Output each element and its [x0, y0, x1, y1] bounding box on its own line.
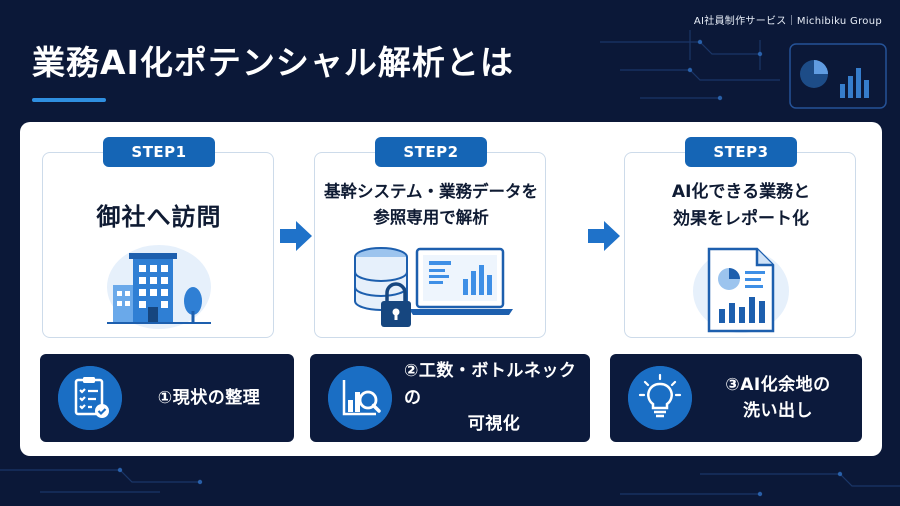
step-badge: STEP1 — [103, 137, 215, 167]
result-text-line: 可視化 — [467, 414, 521, 435]
arrow-right-icon — [588, 221, 620, 251]
result-text-line: ①現状の整理 — [157, 387, 261, 408]
database-laptop-lock-icon — [354, 247, 513, 327]
step-card-2: STEP2 基幹システム・業務データを 参照専用で解析 — [314, 137, 547, 338]
header-credit: AI社員制作サービス｜Michibiku Group — [693, 16, 882, 27]
result-box-2: ②工数・ボトルネックの 可視化 — [310, 354, 590, 442]
chart-magnifier-icon — [328, 366, 392, 430]
result-text-line: ②工数・ボトルネックの — [404, 361, 577, 408]
clipboard-checklist-icon — [58, 366, 122, 430]
result-text: ①現状の整理 — [134, 354, 284, 442]
step-title-line: 御社へ訪問 — [96, 203, 222, 231]
step-title-line: 基幹システム・業務データを — [323, 182, 538, 201]
step-title-line: 参照専用で解析 — [373, 208, 489, 228]
step-badge: STEP2 — [375, 137, 487, 167]
page-title: 業務AI化ポテンシャル解析とは — [32, 43, 514, 82]
arrow-right-icon — [280, 221, 312, 251]
result-text-line: ③AI化余地の — [725, 374, 831, 395]
step-card-3: STEP3 AI化できる業務と 効果をレポート化 — [624, 137, 857, 338]
dashboard-widget-icon — [789, 43, 887, 109]
step-title: AI化できる業務と 効果をレポート化 — [625, 179, 857, 233]
step-title-line: AI化できる業務と — [671, 182, 811, 202]
lightbulb-icon — [628, 366, 692, 430]
result-text: ②工数・ボトルネックの 可視化 — [404, 354, 584, 442]
office-building-icon — [107, 245, 211, 329]
result-box-3: ③AI化余地の 洗い出し — [610, 354, 862, 442]
main-panel: STEP1 御社へ訪問 STEP2 基幹システム — [20, 122, 882, 456]
title-underline — [32, 98, 106, 102]
step-badge: STEP3 — [685, 137, 797, 167]
result-box-1: ①現状の整理 — [40, 354, 294, 442]
result-text-line: 洗い出し — [743, 401, 813, 421]
report-document-icon — [693, 247, 789, 333]
step-card-1: STEP1 御社へ訪問 — [42, 137, 275, 338]
step-title: 御社へ訪問 — [43, 197, 275, 232]
step-title-line: 効果をレポート化 — [673, 209, 809, 230]
step-title: 基幹システム・業務データを 参照専用で解析 — [315, 179, 547, 232]
result-text: ③AI化余地の 洗い出し — [704, 354, 852, 442]
